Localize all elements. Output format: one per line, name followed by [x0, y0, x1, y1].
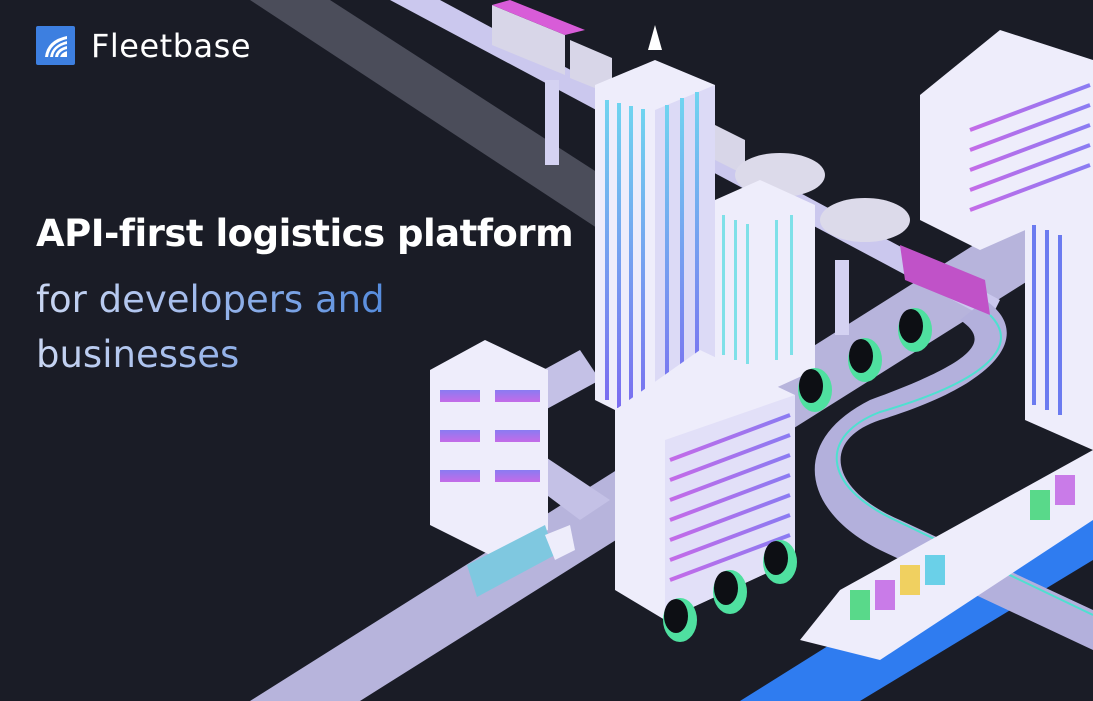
truck-cab	[545, 525, 575, 560]
ship-containers	[850, 475, 1075, 620]
building-windows	[440, 390, 540, 482]
tank-car	[820, 198, 910, 242]
building	[430, 340, 548, 555]
viaduct-pillar	[545, 80, 559, 165]
truck	[467, 525, 555, 597]
building	[715, 180, 815, 395]
road-lane-line	[835, 314, 1093, 616]
building-windows	[669, 413, 791, 582]
hero-subheadline: for developers and businesses	[36, 272, 406, 382]
building-windows	[722, 215, 793, 364]
locomotive	[900, 245, 990, 315]
viaduct-pillar	[835, 260, 849, 335]
hero-headline: API-first logistics platform	[36, 212, 574, 255]
tower-spire	[648, 25, 662, 50]
brand-logo[interactable]: Fleetbase	[36, 26, 251, 65]
cargo-ship	[800, 450, 1093, 660]
trees	[663, 308, 932, 642]
train-car	[492, 5, 565, 75]
tower-side	[655, 85, 715, 430]
train-car-roof	[492, 0, 585, 35]
building-windows	[969, 83, 1091, 212]
fleetbase-logo-icon	[36, 26, 75, 65]
train-car	[570, 40, 612, 95]
building-windows	[1032, 225, 1062, 415]
road	[250, 0, 640, 230]
brand-name: Fleetbase	[91, 26, 251, 65]
tower-windows	[605, 92, 699, 424]
train-car	[715, 125, 745, 175]
